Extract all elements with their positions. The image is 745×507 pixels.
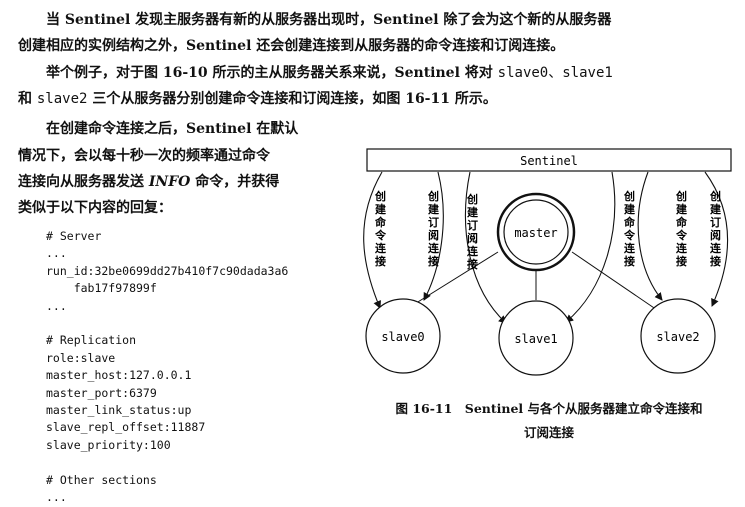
- paragraph-3-text-b: 命令，并获得: [190, 174, 280, 190]
- paragraph-2-text-b: 三个从服务器分别创建命令连接和订阅连接，如图 16-11 所示。: [87, 91, 497, 107]
- edge-label-subscribe-slave1: 创建订阅连接: [466, 192, 479, 271]
- info-reply-code-block: # Server ... run_id:32be0699dd27b410f7c9…: [46, 229, 289, 505]
- master-label: master: [514, 226, 557, 240]
- edge-label-subscribe-slave2: 创建订阅连接: [709, 189, 722, 268]
- paragraph-3-line-3: 连接向从服务器发送 INFO 命令，并获得: [18, 170, 279, 194]
- paragraph-1-line-2: 创建相应的实例结构之外，Sentinel 还会创建连接到从服务器的命令连接和订阅…: [18, 38, 565, 54]
- arrow-command-slave0: [363, 171, 383, 309]
- paragraph-2-text: 举个例子，对于图 16-10 所示的主从服务器关系来说，Sentinel 将对: [46, 65, 498, 81]
- master-node-inner: [503, 199, 569, 265]
- paragraph-2-line-1: 举个例子，对于图 16-10 所示的主从服务器关系来说，Sentinel 将对 …: [46, 61, 613, 85]
- slave2-label: slave2: [656, 330, 699, 344]
- arrow-subscribe-slave1: [465, 171, 507, 324]
- edge-label-command-slave0: 创建命令连接: [374, 189, 387, 268]
- paragraph-3-line-4: 类似于以下内容的回复：: [18, 200, 172, 216]
- slave1-label: slave1: [514, 332, 557, 346]
- sentinel-label: Sentinel: [520, 154, 578, 168]
- edge-label-command-slave1: 创建命令连接: [623, 189, 636, 268]
- slave0-label: slave0: [381, 330, 424, 344]
- sentinel-slaves-diagram: Sentinel 创建命令连接 创建订阅连接 创建订阅连接 创建命令连接 创建命…: [363, 148, 732, 376]
- master-slave0-line: [404, 251, 499, 311]
- paragraph-2-text-a: 和: [18, 91, 37, 107]
- arrow-command-slave2: [637, 171, 663, 301]
- paragraph-1-line-1: 当 Sentinel 发现主服务器有新的从服务器出现时，Sentinel 除了会…: [46, 12, 612, 28]
- arrow-subscribe-slave0: [423, 171, 444, 301]
- inline-code-slave2: slave2: [36, 91, 88, 107]
- arrow-command-slave1: [565, 171, 616, 323]
- inline-info-command: INFO: [148, 174, 191, 190]
- figure-caption-line-1: 图 16-11 Sentinel 与各个从服务器建立命令连接和: [395, 401, 703, 416]
- inline-code-slave0-slave1: slave0、slave1: [497, 65, 613, 81]
- sentinel-box: [366, 148, 732, 172]
- slave1-node: [498, 300, 574, 376]
- edge-label-subscribe-slave0: 创建订阅连接: [427, 189, 440, 268]
- figure-caption-line-2: 订阅连接: [523, 425, 574, 440]
- paragraph-2-line-2: 和 slave2 三个从服务器分别创建命令连接和订阅连接，如图 16-11 所示…: [18, 87, 497, 111]
- figure-caption: 图 16-11 Sentinel 与各个从服务器建立命令连接和 订阅连接: [368, 397, 730, 445]
- slave2-node: [640, 298, 716, 374]
- slave0-node: [365, 298, 441, 374]
- paragraph-3-line-2: 情况下，会以每十秒一次的频率通过命令: [18, 148, 270, 164]
- arrow-subscribe-slave2: [704, 171, 729, 307]
- paragraph-3-text-a: 连接向从服务器发送: [18, 174, 149, 190]
- master-slave2-line: [571, 251, 661, 313]
- paragraph-3-line-1: 在创建命令连接之后，Sentinel 在默认: [46, 121, 299, 137]
- edge-label-command-slave2: 创建命令连接: [675, 189, 688, 268]
